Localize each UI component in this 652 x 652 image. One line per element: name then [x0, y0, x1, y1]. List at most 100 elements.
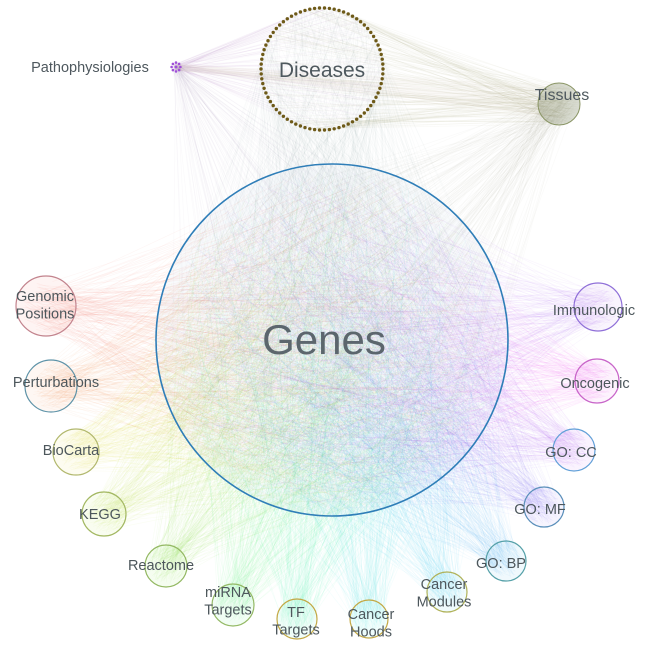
tissues-label: Tissues — [535, 87, 590, 104]
node-diseases[interactable]: Diseases — [259, 6, 385, 132]
diseases-ring-dot — [358, 114, 363, 119]
diseases-ring-dot — [262, 86, 266, 91]
diseases-ring-dot — [322, 6, 327, 10]
node-oncogenic[interactable]: Oncogenic — [560, 358, 630, 404]
diseases-ring-dot — [381, 67, 385, 71]
diseases-ring-dot — [350, 14, 355, 18]
node-pathophysiologies[interactable]: Pathophysiologies — [31, 60, 182, 76]
diseases-ring-dot — [274, 26, 278, 31]
diseases-ring-dot — [281, 20, 286, 24]
node-immunologic[interactable]: Immunologic — [553, 282, 635, 332]
edge-layer — [21, 7, 618, 636]
diseases-ring-dot — [369, 103, 373, 108]
node-kegg[interactable]: KEGG — [79, 491, 127, 537]
pathophysiologies-star-dot — [177, 62, 181, 66]
diseases-ring-dot — [322, 128, 327, 132]
node-go-mf[interactable]: GO: MF — [514, 486, 566, 528]
node-go-cc[interactable]: GO: CC — [545, 428, 597, 472]
diseases-ring-dot — [303, 8, 307, 13]
diseases-ring-dot — [259, 62, 263, 66]
diseases-ring-dot — [303, 125, 307, 130]
pathophysiologies-star-dot — [174, 70, 178, 73]
diseases-label: Diseases — [279, 59, 365, 82]
diseases-ring-dot — [281, 114, 286, 119]
diseases-ring-dot — [308, 127, 312, 131]
node-go-bp[interactable]: GO: BP — [476, 540, 527, 582]
oncogenic-label: Oncogenic — [560, 376, 629, 392]
diseases-ring-dot — [374, 95, 378, 100]
pathophysiologies-star-dot — [170, 65, 173, 69]
diseases-ring-dot — [264, 91, 268, 95]
pathophysiologies-star-dot — [174, 65, 178, 69]
go-cc-label: GO: CC — [545, 445, 597, 461]
diseases-ring-dot — [259, 67, 263, 71]
diseases-ring-dot — [278, 111, 282, 115]
node-reactome[interactable]: Reactome — [128, 544, 194, 588]
diseases-ring-dot — [271, 30, 275, 35]
diseases-ring-dot — [341, 10, 346, 14]
diseases-ring-dot — [366, 107, 370, 112]
diseases-ring-dot — [317, 128, 322, 132]
pathophysiologies-star-dot — [177, 68, 181, 72]
diseases-ring-dot — [379, 81, 383, 86]
diseases-ring-dot — [371, 99, 376, 104]
go-bp-label: GO: BP — [476, 556, 526, 572]
pathophysiologies-star-dot — [174, 61, 178, 64]
diseases-ring-dot — [274, 107, 278, 112]
immunologic-label: Immunologic — [553, 303, 635, 319]
diseases-ring-dot — [341, 124, 346, 128]
diseases-ring-dot — [362, 111, 366, 115]
diseases-ring-dot — [298, 10, 303, 14]
node-biocarta[interactable]: BioCarta — [43, 428, 100, 476]
diseases-ring-dot — [355, 17, 359, 21]
diseases-ring-dot — [355, 117, 359, 121]
diseases-ring-dot — [358, 20, 363, 24]
node-perturbations[interactable]: Perturbations — [13, 359, 99, 413]
diseases-ring-dot — [378, 86, 382, 91]
diseases-ring-dot — [268, 34, 273, 39]
diseases-ring-dot — [261, 81, 265, 86]
base-layer — [156, 164, 508, 516]
diseases-ring-dot — [308, 7, 312, 11]
node-genes[interactable]: Genes — [155, 163, 509, 517]
pathophysiologies-label: Pathophysiologies — [31, 60, 149, 76]
diseases-ring-dot — [337, 125, 341, 130]
biocarta-label: BioCarta — [43, 443, 100, 459]
diseases-ring-dot — [266, 39, 270, 43]
diseases-ring-dot — [260, 57, 264, 61]
pathophysiologies-star-dot — [179, 65, 182, 69]
diseases-ring-dot — [312, 127, 317, 132]
diseases-ring-dot — [260, 77, 264, 81]
perturbations-label: Perturbations — [13, 375, 99, 391]
diseases-ring-dot — [371, 34, 376, 39]
diseases-ring-dot — [278, 23, 282, 27]
diseases-ring-dot — [381, 62, 385, 66]
diseases-ring-dot — [337, 8, 341, 13]
diseases-ring-dot — [268, 99, 273, 104]
diseases-ring-dot — [271, 103, 275, 108]
diseases-ring-dot — [332, 127, 336, 131]
pathophysiologies-star-dot — [171, 62, 175, 66]
node-tissues[interactable]: Tissues — [535, 82, 590, 126]
diseases-ring-dot — [346, 12, 350, 16]
diseases-ring-dot — [285, 17, 289, 21]
diseases-ring-dot — [294, 12, 298, 16]
diseases-ring-dot — [332, 7, 336, 11]
go-mf-label: GO: MF — [514, 502, 566, 518]
diseases-ring-dot — [264, 43, 268, 47]
diseases-ring-dot — [376, 43, 380, 47]
diseases-ring-dot — [346, 122, 350, 126]
diseases-ring-dot — [312, 6, 317, 11]
